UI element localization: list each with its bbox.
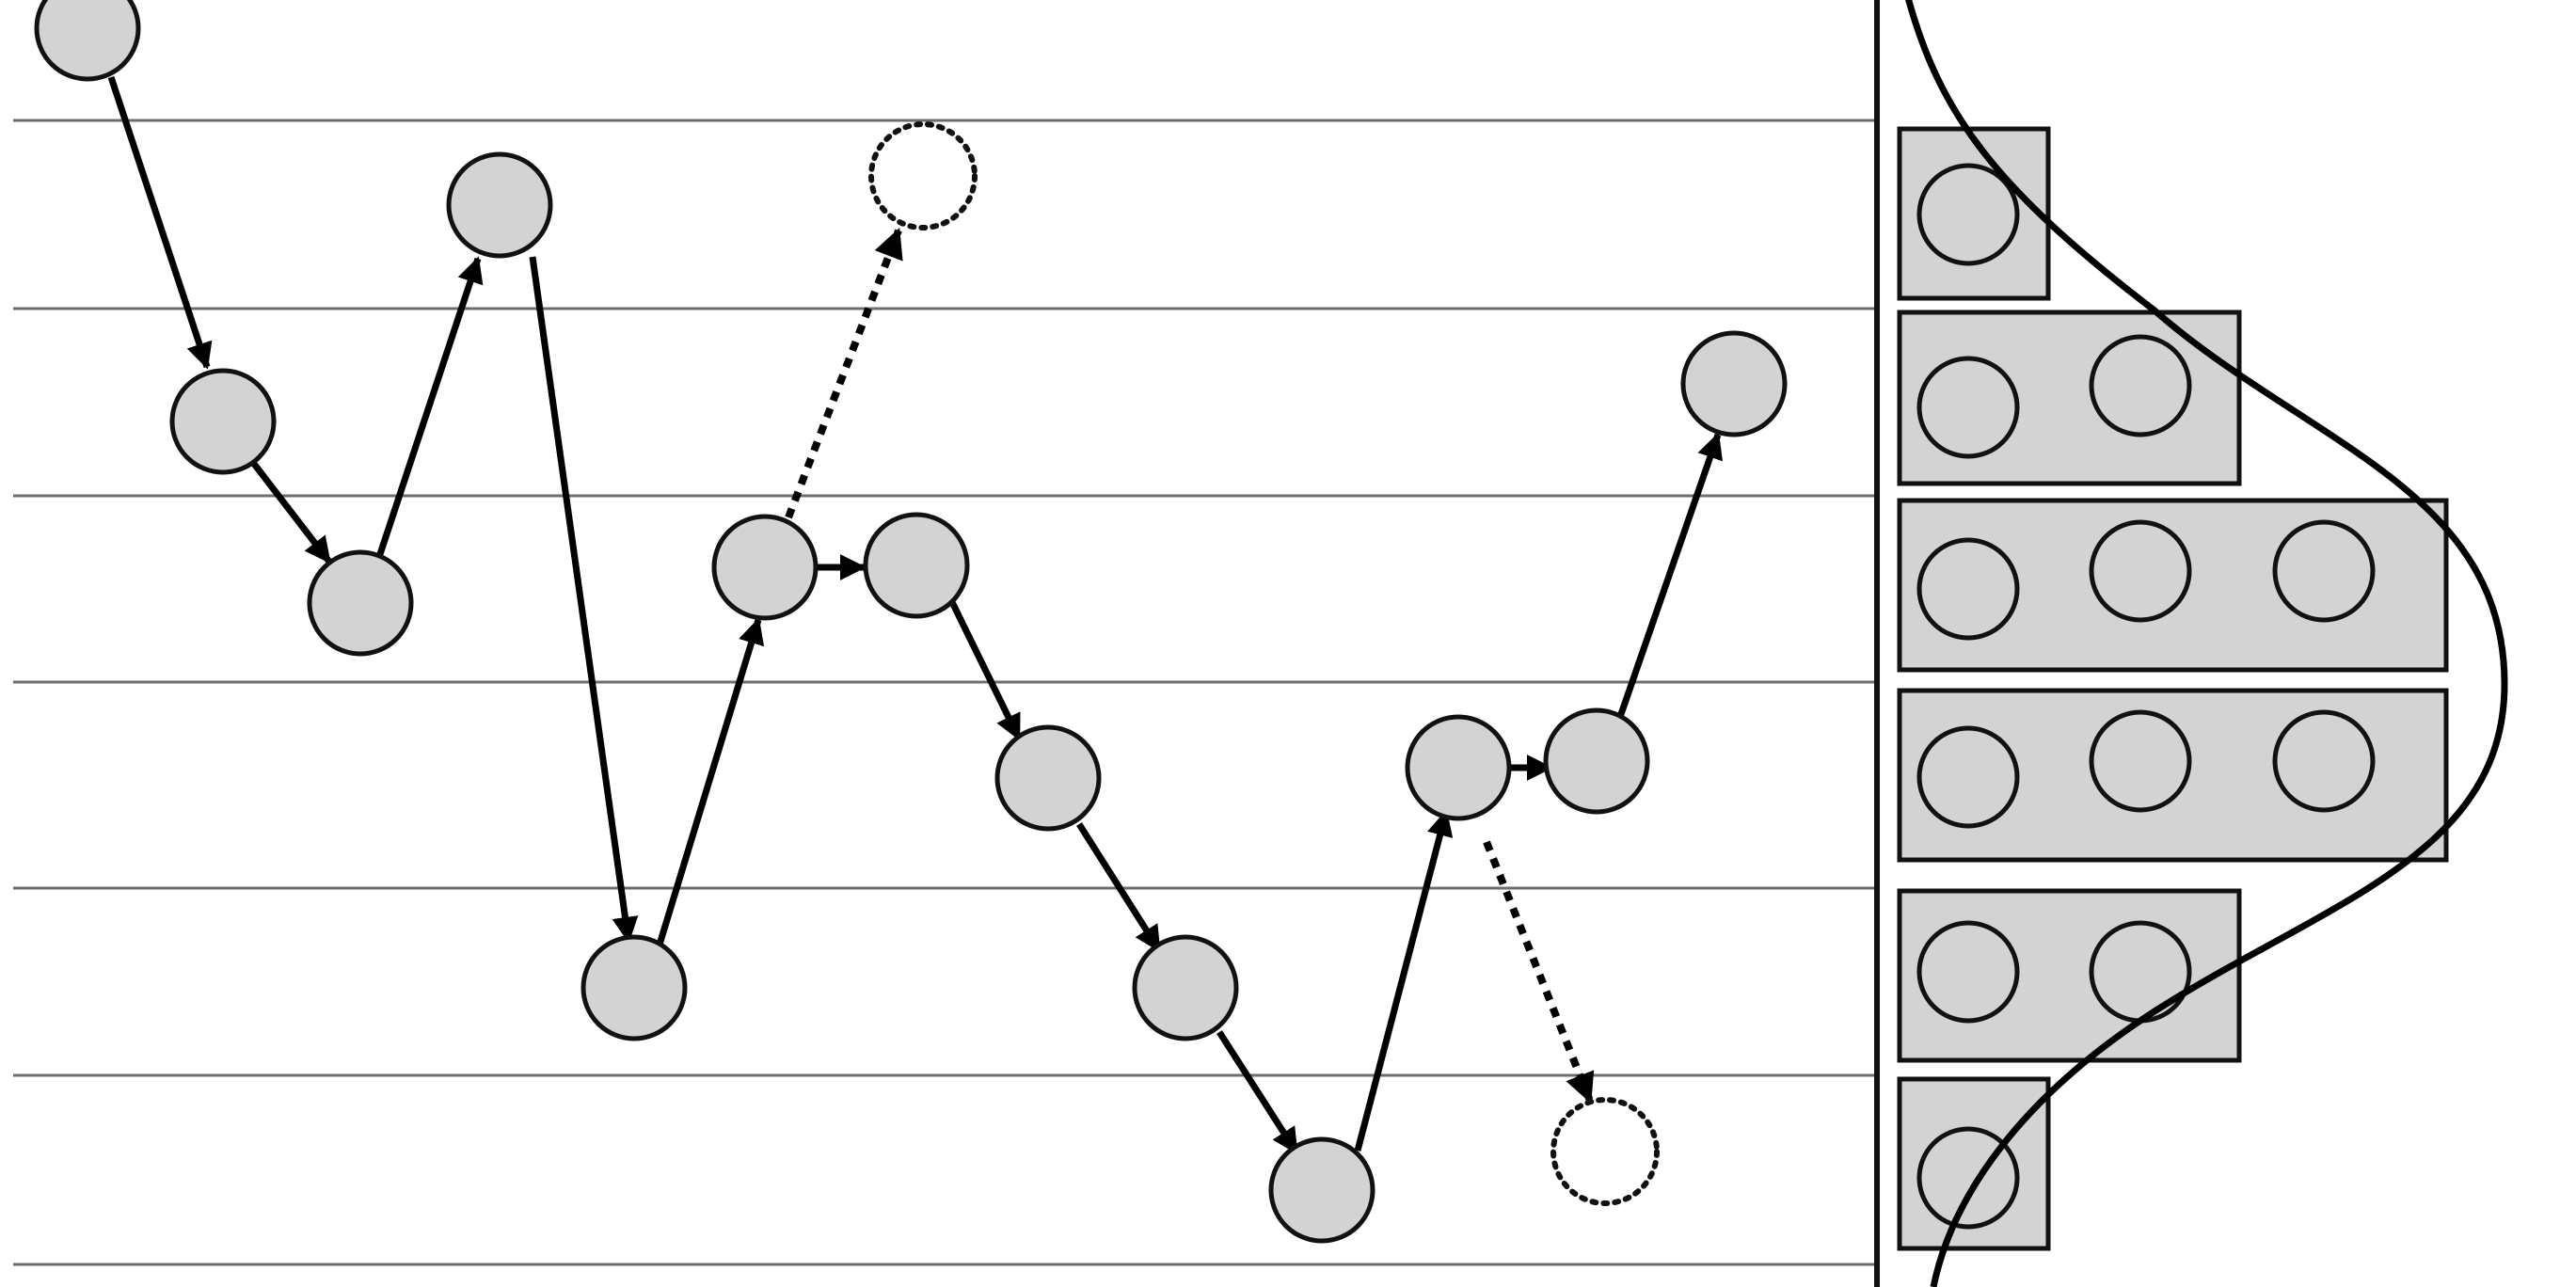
histogram [1897,126,2449,1251]
bin-node [2089,709,2192,813]
walk-node [307,549,414,657]
walk-node [1268,1136,1375,1244]
walk-step-arrow [375,256,484,559]
bin-node [1916,725,2020,829]
walk-node [34,0,141,82]
walk-node [711,514,819,621]
walk-step-arrow [1076,822,1162,953]
walk-step-arrow [251,461,332,564]
bin-node [1916,163,2020,266]
walk-step-arrow [107,75,213,370]
rejected-step-arrow [785,228,903,519]
rejected-node [868,121,978,230]
bin-node [1916,920,2020,1024]
rejected-steps [785,228,1595,1104]
rejected-step-arrow [1483,840,1595,1104]
bin-node [1916,356,2020,459]
bin-node [2272,709,2376,813]
walk-node [1405,714,1512,821]
bin-node [2089,519,2192,623]
walk-node [580,934,688,1041]
walk-node [863,512,970,619]
walk-steps [107,75,1723,1155]
ghost-nodes [868,121,1660,1206]
walk-step-arrow [1616,432,1723,719]
bin-node [2272,519,2376,623]
walk-step-arrow [1354,809,1454,1152]
walk-node [1132,934,1239,1041]
walk-nodes [34,0,1788,1244]
walk-node [994,724,1102,832]
walk-step-arrow [529,256,639,944]
bell-curve [1905,0,2508,1287]
bin-node [2089,920,2192,1024]
walk-node [446,151,553,259]
bin-node [2089,334,2192,437]
walk-node [169,368,277,475]
walk-step-arrow [1216,1030,1299,1155]
walk-step-arrow [948,600,1023,741]
rejected-node [1550,1097,1660,1206]
bin-node [1916,537,2020,641]
walk-node [1543,707,1650,815]
walk-step-arrow [656,617,765,946]
level-lines [13,119,1880,1266]
walk-node [1680,330,1788,437]
